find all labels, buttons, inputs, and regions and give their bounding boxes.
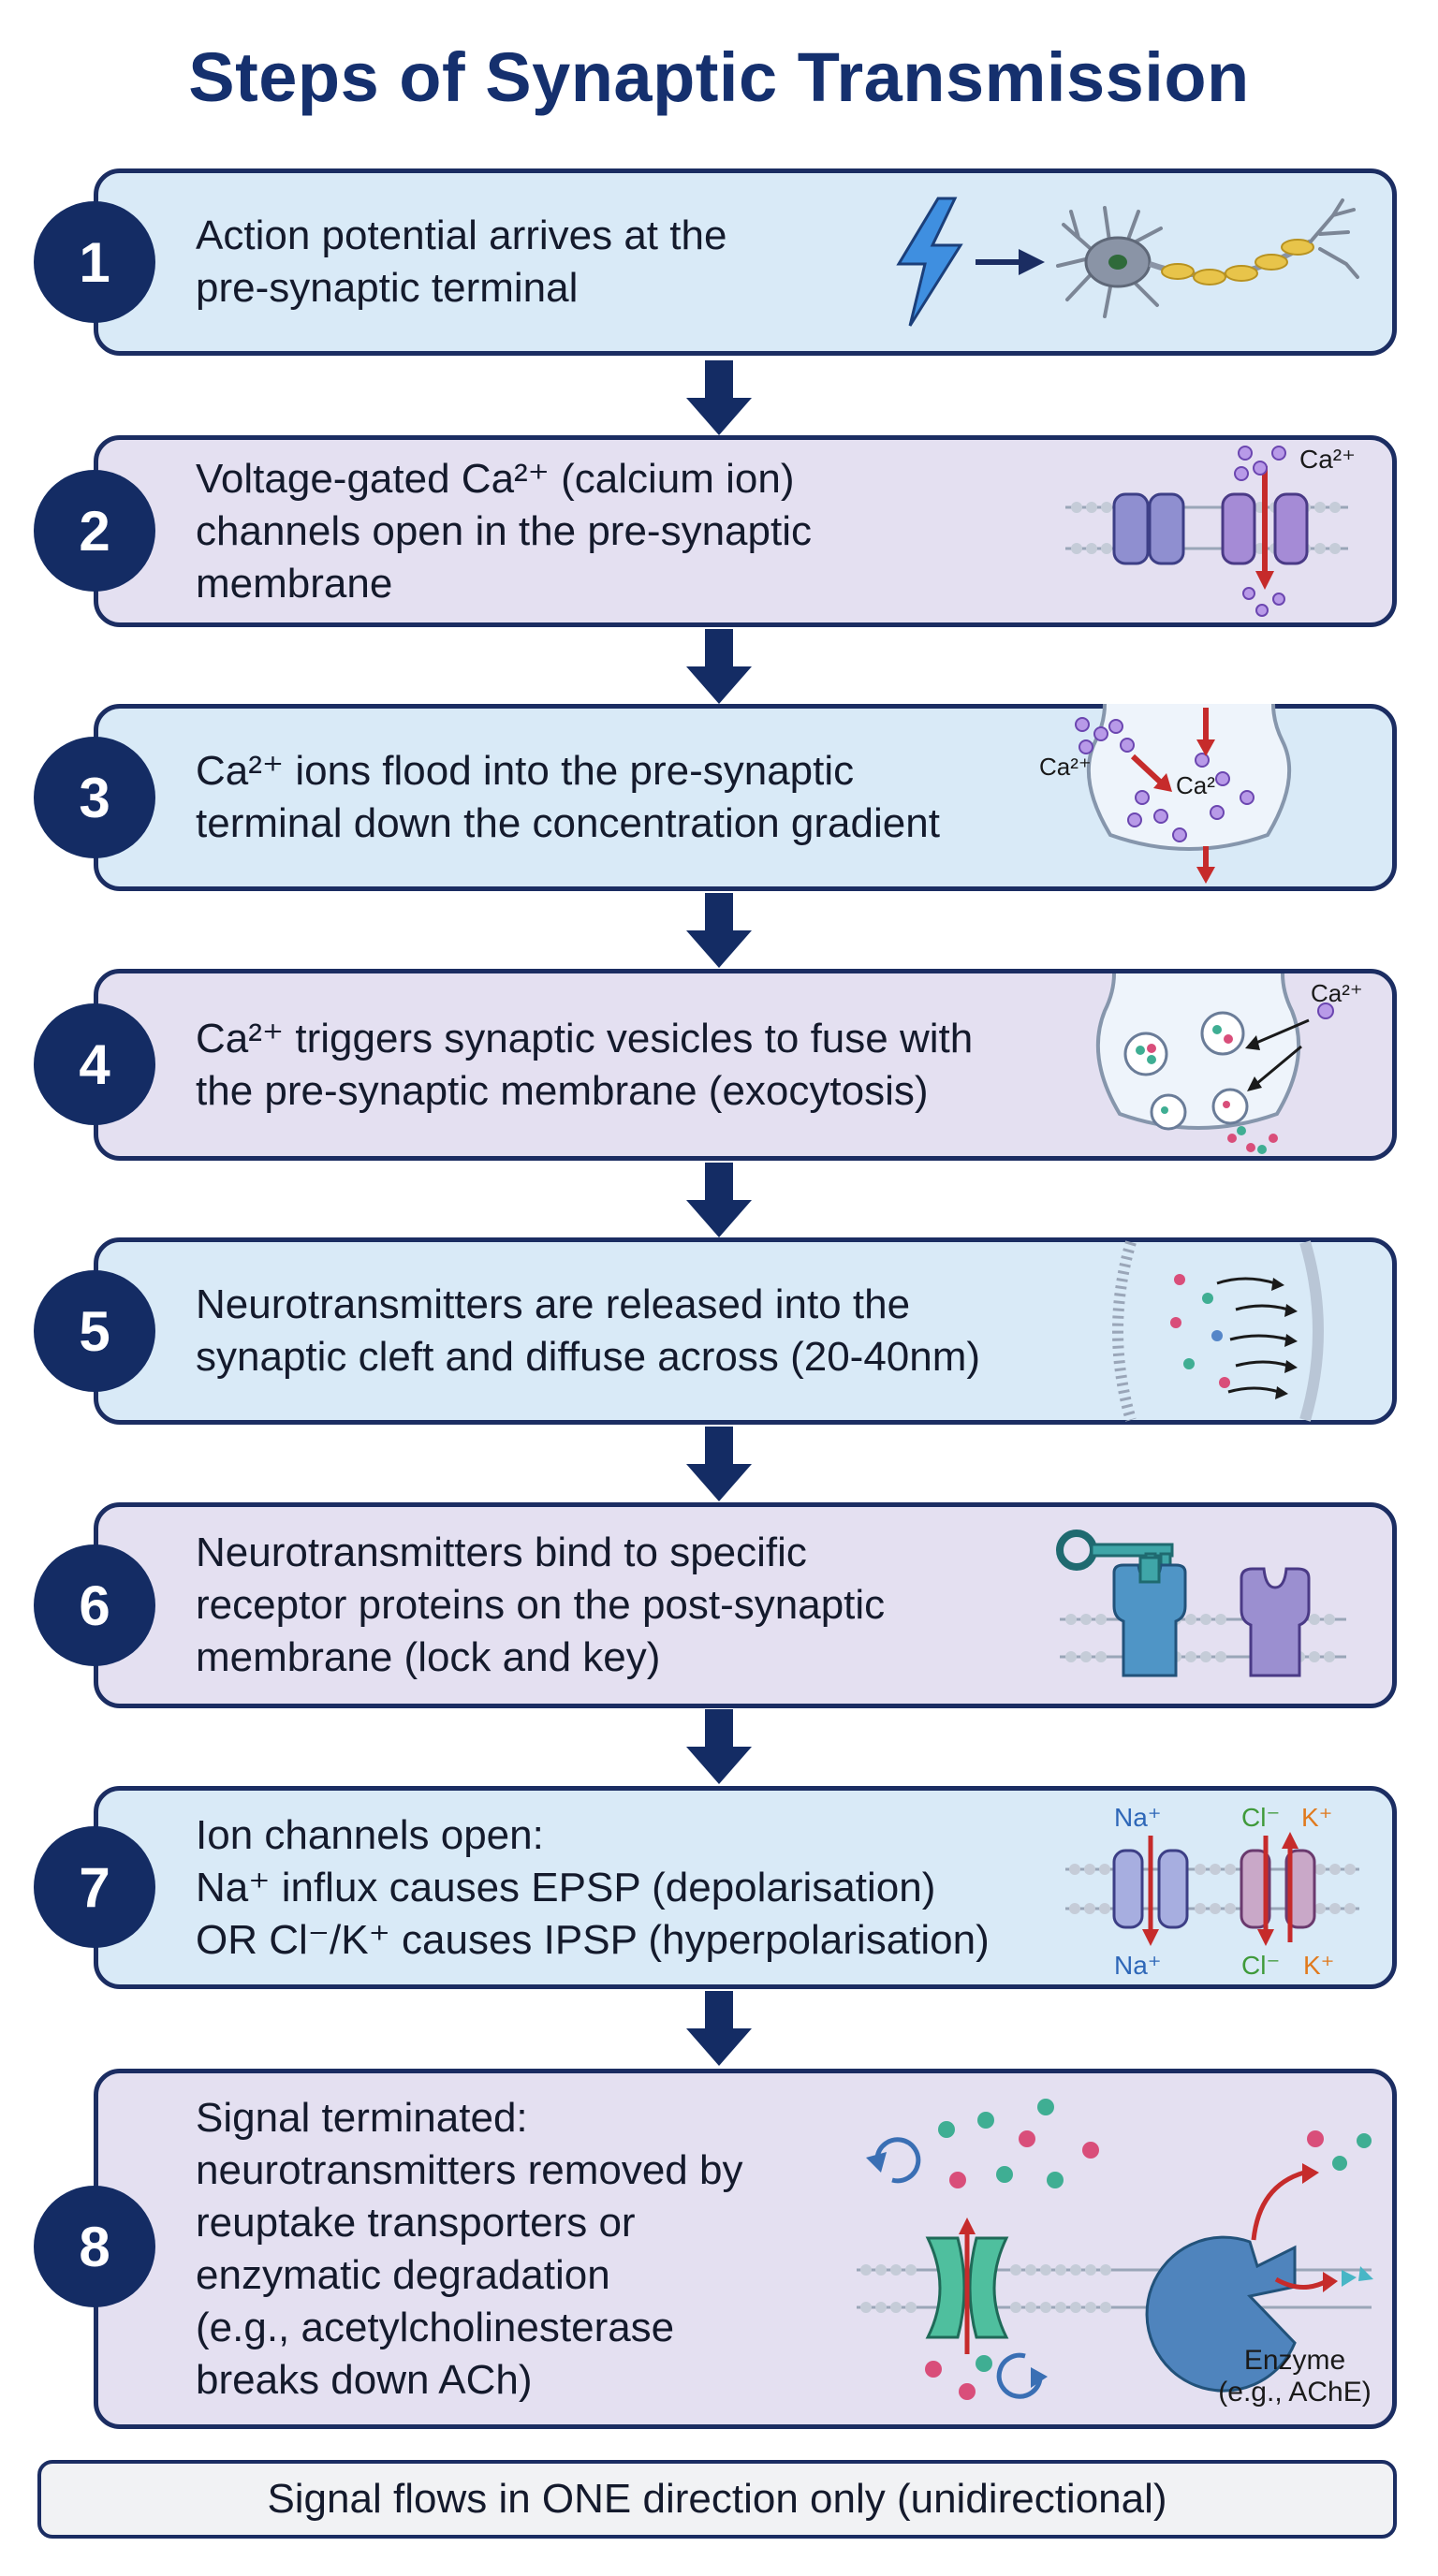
- postsynaptic-membrane: [1299, 1240, 1324, 1422]
- enzyme-icon: [1145, 2235, 1297, 2393]
- sodium-channel-icon: [1112, 1849, 1189, 1929]
- degraded-fragments: [1307, 2130, 1373, 2287]
- calcium-outside-label: Ca²⁺: [1039, 753, 1092, 781]
- step-2-number: 2: [34, 470, 155, 592]
- chloride-bottom-label: Cl⁻: [1241, 1951, 1280, 1980]
- step-4-exocytosis-illustration: Ca²⁺: [1095, 973, 1363, 1154]
- closed-channel-icon: [1112, 492, 1185, 565]
- sodium-bottom-label: Na⁺: [1114, 1951, 1162, 1980]
- neurotransmitter-dots: [1170, 1274, 1230, 1388]
- step-6-text: Neurotransmitters bind to specific recep…: [196, 1530, 886, 1680]
- neurotransmitter-dots: [925, 2099, 1099, 2400]
- step-3-text: Ca²⁺ ions flood into the pre-synaptic te…: [196, 748, 940, 846]
- synaptic-vesicle-icon: [1123, 1011, 1249, 1131]
- calcium-ion-dots: [1234, 446, 1286, 617]
- step-1-number: 1: [34, 201, 155, 323]
- step-8-number: 8: [34, 2186, 155, 2307]
- calcium-label: Ca²⁺: [1311, 979, 1363, 1007]
- step-7-number: 7: [34, 1826, 155, 1948]
- presynaptic-terminal-shape: [1086, 703, 1292, 851]
- step-2-calcium-channel-illustration: Ca²⁺: [1065, 445, 1356, 617]
- calcium-label: Ca²⁺: [1299, 445, 1356, 474]
- step-4-number: 4: [34, 1003, 155, 1125]
- bound-receptor-icon: [1112, 1563, 1187, 1677]
- unbound-receptor-icon: [1240, 1567, 1311, 1677]
- step-5-text: Neurotransmitters are released into the …: [196, 1281, 981, 1380]
- released-neurotransmitters: [1227, 1134, 1278, 1152]
- potassium-bottom-label: K⁺: [1303, 1951, 1334, 1980]
- recycle-icon: [874, 2137, 1043, 2399]
- step-1-box: Action potential arrives at the pre-syna…: [94, 168, 1397, 356]
- degradation-arrows: [1251, 2170, 1328, 2290]
- lightning-bolt-icon: [896, 197, 963, 327]
- diffusion-arrows: [1216, 1277, 1289, 1394]
- chloride-top-label: Cl⁻: [1241, 1803, 1280, 1832]
- step-5-box: Neurotransmitters are released into the …: [94, 1237, 1397, 1425]
- step-4-text: Ca²⁺ triggers synaptic vesicles to fuse …: [196, 1015, 974, 1114]
- open-channel-icon: [1221, 492, 1309, 565]
- reuptake-transporter-icon: [925, 2236, 1009, 2339]
- step-1-text: Action potential arrives at the pre-syna…: [196, 212, 727, 311]
- step-8-box: Signal terminated: neurotransmitters rem…: [94, 2069, 1397, 2429]
- step-2-box: Voltage-gated Ca²⁺ (calcium ion) channel…: [94, 435, 1397, 627]
- step-2-text: Voltage-gated Ca²⁺ (calcium ion) channel…: [196, 455, 812, 607]
- step-8-termination-illustration: Enzyme (e.g., AChE): [857, 2099, 1373, 2408]
- down-arrow-icon: [686, 360, 752, 435]
- down-arrow-icon: [686, 1427, 752, 1501]
- down-arrow-icon: [686, 1163, 752, 1237]
- unidirectional-note: Signal flows in ONE direction only (unid…: [37, 2460, 1397, 2539]
- enzyme-example-label: (e.g., AChE): [1218, 2377, 1371, 2408]
- step-1-neuron-illustration: [896, 197, 1359, 327]
- page-title: Steps of Synaptic Transmission: [188, 38, 1250, 116]
- neuron-icon: [1056, 206, 1163, 318]
- down-arrow-icon: [686, 893, 752, 968]
- down-arrow-icon: [686, 629, 752, 704]
- step-3-terminal-illustration: Ca²⁺ Ca²⁺: [1039, 703, 1292, 884]
- step-8-text: Signal terminated: neurotransmitters rem…: [196, 2094, 743, 2403]
- potassium-top-label: K⁺: [1301, 1803, 1332, 1832]
- chloride-potassium-channel-icon: [1240, 1849, 1316, 1929]
- step-6-number: 6: [34, 1544, 155, 1666]
- step-7-text: Ion channels open: Na⁺ influx causes EPS…: [196, 1811, 990, 1963]
- step-6-lock-and-key-illustration: [1056, 1530, 1346, 1677]
- step-3-number: 3: [34, 737, 155, 858]
- sodium-top-label: Na⁺: [1114, 1803, 1162, 1832]
- enzyme-label: Enzyme: [1244, 2345, 1345, 2376]
- step-7-ion-channels-illustration: Na⁺ Na⁺ Cl⁻ Cl⁻ K⁺ K⁺: [1065, 1803, 1359, 1980]
- down-arrow-icon: [686, 1709, 752, 1784]
- presynaptic-membrane: [1112, 1240, 1137, 1422]
- step-5-synaptic-cleft-illustration: [1112, 1240, 1324, 1422]
- down-arrow-icon: [686, 1991, 752, 2066]
- calcium-ion-dots: [1075, 717, 1255, 842]
- step-5-number: 5: [34, 1270, 155, 1392]
